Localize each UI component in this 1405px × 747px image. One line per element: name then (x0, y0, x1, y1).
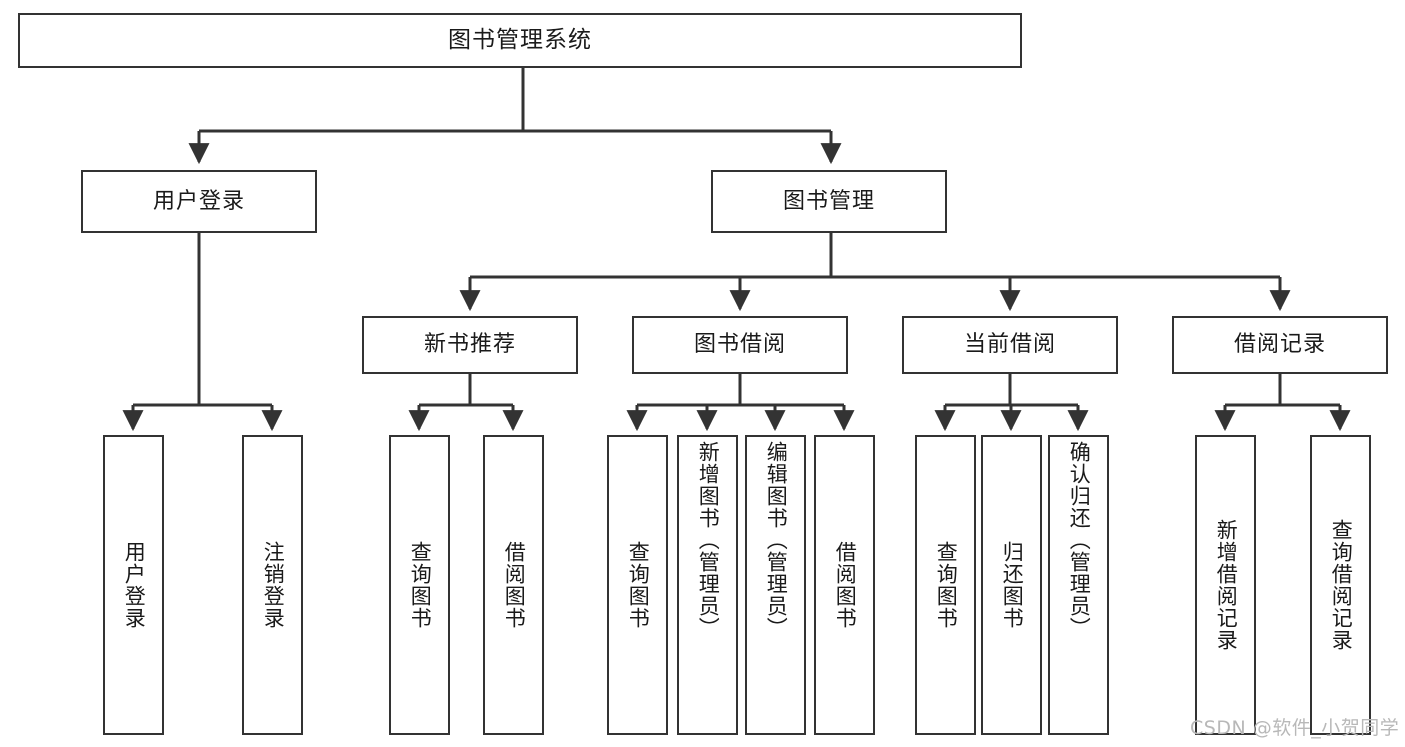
watermark-text: CSDN @软件_小贺同学 (1190, 717, 1400, 739)
node-book-management-label: 图书管理 (782, 188, 875, 214)
node-leaf-query-record[interactable]: 查询借阅记录 (1310, 435, 1371, 735)
node-leaf-query-book-3[interactable]: 查询图书 (915, 435, 976, 735)
node-leaf-user-logout[interactable]: 注销登录 (242, 435, 303, 735)
node-leaf-query-record-label: 查询借阅记录 (1329, 519, 1354, 651)
node-leaf-borrow-book-2-label: 借阅图书 (833, 541, 858, 629)
node-current-borrow[interactable]: 当前借阅 (902, 316, 1118, 374)
node-leaf-return-book[interactable]: 归还图书 (981, 435, 1042, 735)
node-leaf-user-login-label: 用户登录 (122, 541, 147, 629)
node-leaf-edit-book-label: 编辑图书（管理员） (764, 441, 789, 639)
node-leaf-query-book-3-label: 查询图书 (934, 541, 959, 629)
node-leaf-edit-book[interactable]: 编辑图书（管理员） (745, 435, 806, 735)
node-leaf-user-login[interactable]: 用户登录 (103, 435, 164, 735)
node-leaf-confirm-return[interactable]: 确认归还（管理员） (1048, 435, 1109, 735)
node-current-borrow-label: 当前借阅 (963, 332, 1056, 358)
node-leaf-add-record-label: 新增借阅记录 (1214, 519, 1239, 651)
node-book-management[interactable]: 图书管理 (711, 170, 947, 233)
node-leaf-query-book-1[interactable]: 查询图书 (389, 435, 450, 735)
node-leaf-borrow-book-1-label: 借阅图书 (502, 541, 527, 629)
node-book-borrow[interactable]: 图书借阅 (632, 316, 848, 374)
node-borrow-record-label: 借阅记录 (1233, 332, 1326, 358)
node-new-book-recommend-label: 新书推荐 (423, 332, 516, 358)
node-leaf-return-book-label: 归还图书 (1000, 541, 1025, 629)
node-leaf-add-record[interactable]: 新增借阅记录 (1195, 435, 1256, 735)
node-root-label: 图书管理系统 (448, 27, 592, 54)
node-borrow-record[interactable]: 借阅记录 (1172, 316, 1388, 374)
node-leaf-query-book-2-label: 查询图书 (626, 541, 651, 629)
node-leaf-confirm-return-label: 确认归还（管理员） (1067, 441, 1092, 639)
node-leaf-query-book-2[interactable]: 查询图书 (607, 435, 668, 735)
node-leaf-borrow-book-1[interactable]: 借阅图书 (483, 435, 544, 735)
node-root[interactable]: 图书管理系统 (18, 13, 1022, 68)
node-user-login[interactable]: 用户登录 (81, 170, 317, 233)
node-leaf-query-book-1-label: 查询图书 (408, 541, 433, 629)
node-leaf-add-book[interactable]: 新增图书（管理员） (677, 435, 738, 735)
node-leaf-add-book-label: 新增图书（管理员） (696, 441, 721, 639)
node-new-book-recommend[interactable]: 新书推荐 (362, 316, 578, 374)
node-user-login-label: 用户登录 (152, 188, 245, 214)
node-leaf-borrow-book-2[interactable]: 借阅图书 (814, 435, 875, 735)
node-leaf-user-logout-label: 注销登录 (261, 541, 286, 629)
node-book-borrow-label: 图书借阅 (693, 332, 786, 358)
